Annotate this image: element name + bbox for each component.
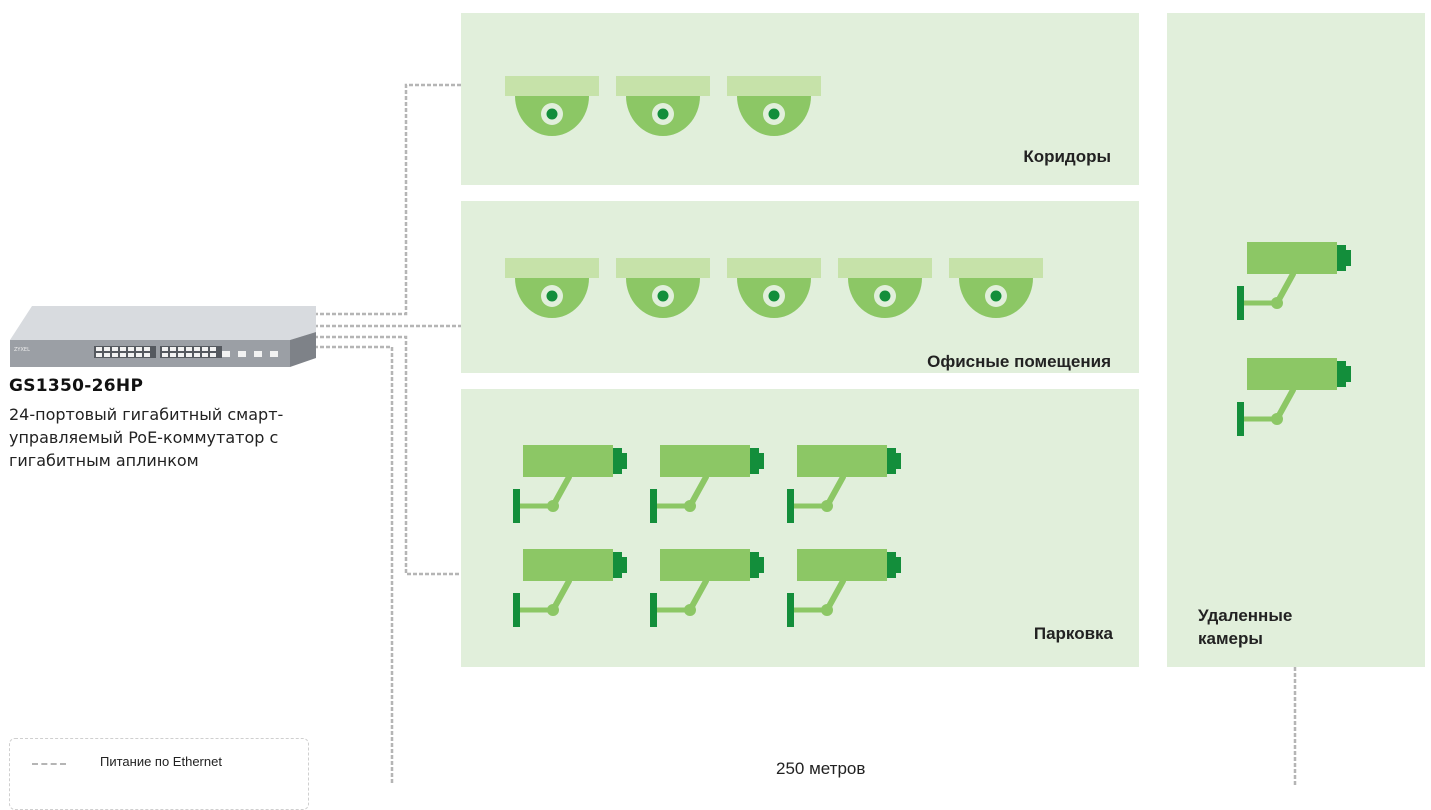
dome-camera-icon (949, 258, 1043, 318)
zone-remote: Удаленные камеры (1167, 13, 1425, 667)
dome-camera-icon (838, 258, 932, 318)
zone-parking: Парковка (461, 389, 1139, 667)
dome-camera-icon (505, 76, 599, 136)
cable-remote-switch (314, 345, 394, 785)
switch-model-name: GS1350-26HP (9, 376, 144, 396)
bullet-camera-icon (650, 549, 764, 627)
dome-camera-icon (616, 258, 710, 318)
dome-camera-icon (616, 76, 710, 136)
zone-label-remote-line2: камеры (1198, 629, 1263, 648)
legend: Питание по Ethernet (9, 738, 309, 810)
bullet-camera-icon (1237, 242, 1351, 320)
bullet-camera-icon (513, 549, 627, 627)
distance-label: 250 метров (776, 759, 866, 778)
zone-label-remote: Удаленные камеры (1198, 604, 1292, 650)
brand-mark: ZYXEL (14, 347, 30, 353)
bullet-camera-icon (787, 549, 901, 627)
zone-label-corridors: Коридоры (1023, 147, 1111, 166)
bullet-camera-icon (513, 445, 627, 523)
dome-camera-icon (727, 76, 821, 136)
cable-parking (314, 335, 461, 576)
bullet-camera-icon (787, 445, 901, 523)
dome-camera-icon (505, 258, 599, 318)
poe-cable-lines (314, 83, 1297, 785)
network-switch-icon: ZYXEL (10, 306, 316, 367)
legend-poe-line (32, 763, 66, 765)
bullet-camera-icon (1237, 358, 1351, 436)
legend-poe-label: Питание по Ethernet (100, 754, 222, 769)
dome-camera-icon (727, 258, 821, 318)
cable-corridors (314, 83, 461, 316)
bullet-camera-icon (650, 445, 764, 523)
switch-description: 24-портовый гигабитный смарт-управляемый… (9, 405, 284, 470)
zone-label-parking: Парковка (1033, 624, 1113, 643)
zone-label-offices: Офисные помещения (927, 352, 1111, 371)
switch-device: ZYXEL (10, 306, 318, 368)
zone-label-remote-line1: Удаленные (1198, 606, 1293, 625)
